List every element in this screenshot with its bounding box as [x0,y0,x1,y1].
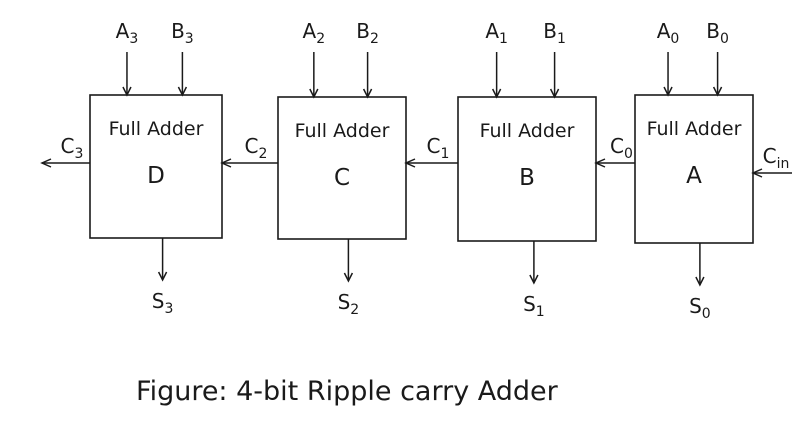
input-b-arrow-head [549,88,560,99]
input-b-label: B0 [706,19,729,47]
carry-out-arrow-head [40,158,52,168]
sum-label: S2 [338,290,360,318]
figure-caption: Figure: 4-bit Ripple carry Adder [136,376,559,407]
sum-label: S0 [689,294,711,322]
input-a-arrow-head [309,88,319,99]
input-a-label: A0 [657,19,680,47]
sum-label: S3 [152,289,174,317]
sum-arrow-head [529,274,539,285]
input-a-arrow-head [122,86,132,97]
input-a-label: A3 [116,19,139,47]
full-adder-name: B [519,165,535,191]
full-adder-name: C [334,165,350,191]
full-adder-title: Full Adder [295,120,390,142]
carry-out-arrow-head [594,158,606,168]
full-adder-title: Full Adder [109,118,204,140]
input-b-arrow-head [177,86,188,97]
full-adder-title: Full Adder [647,118,742,140]
full-adder-title: Full Adder [480,120,575,142]
carry-out-label: C1 [427,134,450,162]
sum-label: S1 [523,292,545,320]
sum-arrow-head [695,276,705,287]
full-adder-box [634,94,754,244]
carry-in-arrow-head [751,168,763,178]
input-b-label: B2 [356,19,379,47]
full-adder-box [457,96,597,242]
input-a-label: A2 [303,19,326,47]
input-b-arrow-head [712,86,723,97]
sum-arrow-head [343,272,354,283]
carry-in-label: Cin [763,144,790,172]
input-b-label: B1 [543,19,566,47]
input-b-label: B3 [171,19,194,47]
input-a-label: A1 [485,19,508,47]
carry-out-label: C3 [61,134,84,162]
input-a-arrow-head [491,88,502,99]
full-adder-name: A [686,163,702,189]
sum-arrow-head [157,271,168,282]
full-adder-name: D [147,163,165,189]
carry-out-label: C0 [610,134,633,162]
carry-out-arrow-head [220,158,232,168]
full-adder-box [277,96,407,240]
full-adder-box [89,94,223,239]
input-a-arrow-head [663,86,673,97]
carry-out-arrow-head [404,158,416,168]
input-b-arrow-head [362,88,373,99]
carry-out-label: C2 [245,134,268,162]
